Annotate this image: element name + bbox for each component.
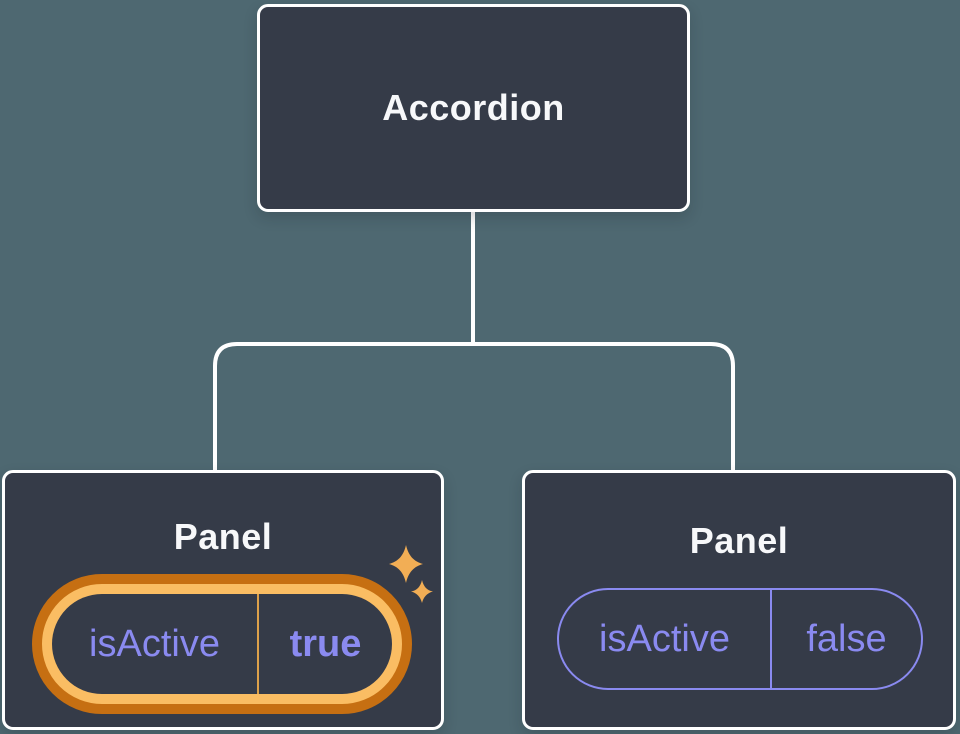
- state-value: false: [770, 590, 921, 688]
- state-pill-inner: isActive true: [52, 594, 392, 694]
- connector-bracket: [213, 342, 735, 471]
- state-key: isActive: [599, 617, 730, 660]
- node-accordion-label: Accordion: [382, 87, 565, 128]
- state-pill-highlighted: isActive true: [32, 574, 412, 714]
- state-value: true: [257, 594, 392, 694]
- state-key: isActive: [89, 622, 220, 665]
- node-panel-inactive-label: Panel: [689, 520, 789, 561]
- node-panel-inactive: Panel isActive false: [522, 470, 956, 730]
- node-accordion: Accordion: [257, 4, 690, 212]
- node-panel-active: Panel isActive true: [2, 470, 444, 730]
- state-pill-plain: isActive false: [557, 588, 923, 690]
- node-panel-active-label: Panel: [173, 516, 273, 557]
